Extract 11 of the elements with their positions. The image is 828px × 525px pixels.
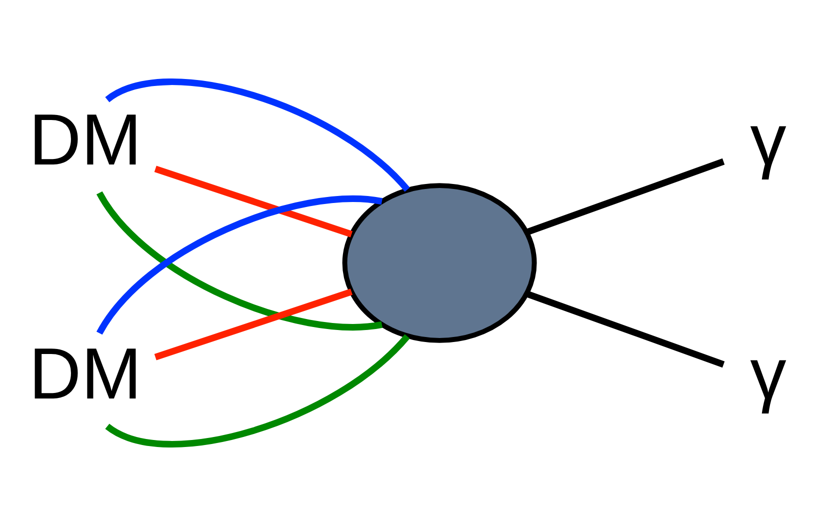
connector xyxy=(526,290,725,368)
connector xyxy=(106,334,410,447)
node-text: γ xyxy=(750,332,786,414)
connector xyxy=(154,165,353,237)
node-text: DM xyxy=(28,98,142,180)
connector xyxy=(106,78,410,192)
connector xyxy=(526,158,725,235)
connector xyxy=(154,288,353,360)
node-text: DM xyxy=(28,332,142,414)
node-circle xyxy=(342,182,537,342)
node-text: γ xyxy=(750,98,786,180)
